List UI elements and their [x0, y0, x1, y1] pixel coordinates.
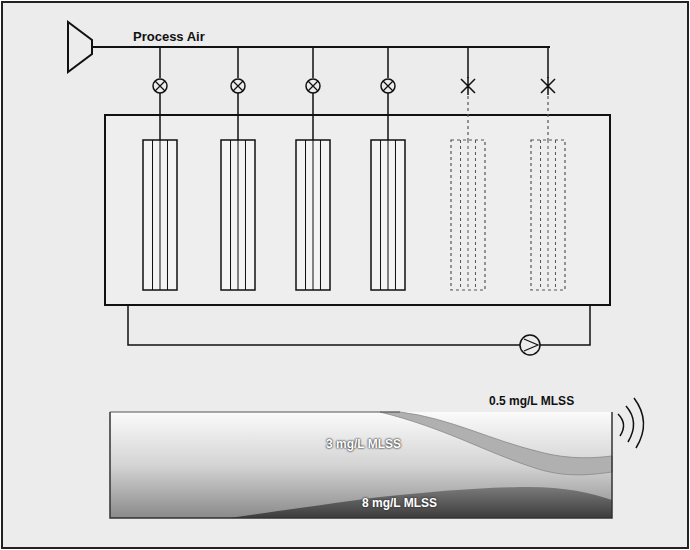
line-label: Process Air: [133, 30, 205, 43]
membrane-sheet: [230, 140, 231, 290]
open-valve-mark: [308, 81, 318, 91]
membrane-sheet: [540, 140, 541, 290]
concentration-label: 8 mg/L MLSS: [362, 497, 437, 509]
air-drop: [159, 47, 161, 78]
membrane-sheet: [555, 140, 556, 290]
open-valve-mark: [383, 81, 393, 91]
membrane-tank: [105, 115, 610, 305]
membrane-sheet: [305, 140, 306, 290]
pump-symbol: [520, 335, 540, 355]
open-valve: [231, 79, 245, 93]
concentration-label: 0.5 mg/L MLSS: [489, 395, 574, 407]
membrane-sheet: [167, 140, 168, 290]
membrane-sheet: [548, 140, 549, 290]
closed-valve: [541, 77, 555, 95]
membrane-sheet: [320, 140, 321, 290]
spare-module: [531, 140, 565, 290]
air-drop: [547, 47, 549, 78]
air-drop: [312, 47, 314, 78]
membrane-sheet: [388, 140, 389, 290]
membrane-module: [221, 140, 255, 290]
membrane-sheet: [395, 140, 396, 290]
spare-module: [451, 140, 485, 290]
blower-symbol: [68, 22, 92, 72]
membrane-sheet: [313, 140, 314, 290]
open-valve: [153, 79, 167, 93]
open-valve: [306, 79, 320, 93]
open-valve-mark: [155, 81, 165, 91]
sludge-plume: [380, 412, 612, 475]
membrane-sheet: [460, 140, 461, 290]
profile-outline: [110, 412, 612, 518]
sludge-blanket: [230, 487, 612, 518]
membrane-sheet: [160, 140, 161, 290]
water-surface: [110, 412, 400, 413]
settling-profile: [110, 412, 612, 518]
overflow-waves: [618, 398, 644, 448]
air-drops: [143, 47, 565, 290]
membrane-module: [143, 140, 177, 290]
air-drop: [237, 47, 239, 78]
inactive-drop: [547, 96, 548, 140]
pump-symbol-mark: [524, 339, 538, 351]
membrane-module: [296, 140, 330, 290]
membrane-sheet: [245, 140, 246, 290]
recirculation-line: [128, 305, 590, 345]
inactive-drop: [467, 96, 468, 140]
air-drop: [387, 47, 389, 78]
membrane-sheet: [475, 140, 476, 290]
membrane-module: [371, 140, 405, 290]
membrane-sheet: [238, 140, 239, 290]
concentration-label: 3 mg/L MLSS: [326, 438, 401, 450]
air-drop: [467, 47, 469, 78]
membrane-sheet: [152, 140, 153, 290]
open-valve-mark: [233, 81, 243, 91]
membrane-sheet: [380, 140, 381, 290]
closed-valve: [461, 77, 475, 95]
membrane-sheet: [468, 140, 469, 290]
open-valve: [381, 79, 395, 93]
